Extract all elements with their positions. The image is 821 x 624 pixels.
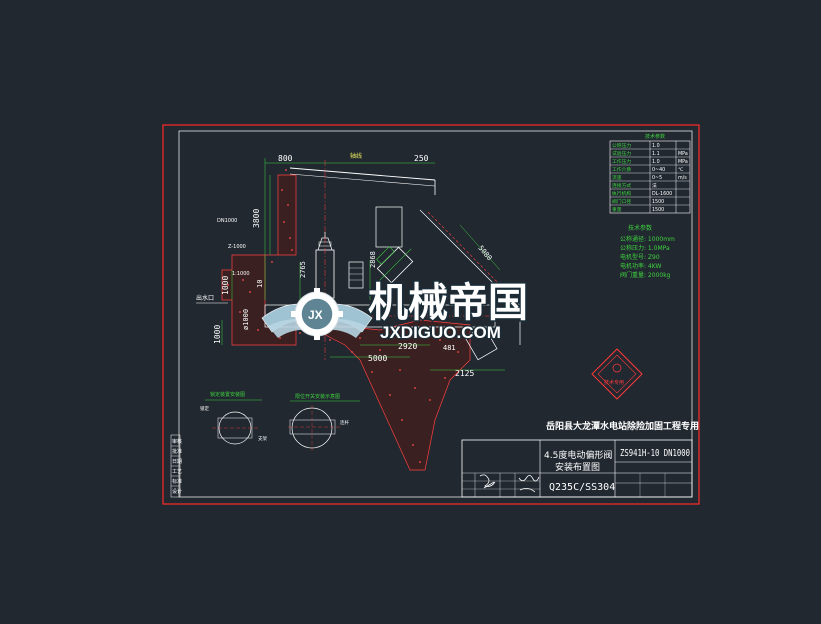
stamp: 技术专用 (591, 348, 643, 400)
left-col-2: 日期 (172, 459, 182, 465)
spec-label-7: 阀门口径 (612, 198, 631, 205)
signature-2 (518, 475, 540, 493)
spec-label-8: 重量 (612, 206, 622, 213)
main-elevation: 800 250 轴线 3800 2765 2868 5080 1000 1000… (196, 152, 521, 471)
spec-unit-1: MPa (678, 151, 688, 157)
detail-left-title: 锁定装置安装图 (210, 391, 245, 398)
dim-1000-a: 1000 (221, 276, 230, 295)
spec-unit-4: m/s (678, 175, 687, 181)
left-col-1: 批准 (172, 448, 182, 455)
product-name: 4.5度电动偏形阀 (544, 449, 612, 461)
material: Q235C/SS304 (549, 482, 615, 493)
dim-1000-b: 1000 (213, 325, 222, 344)
spec-label-6: 执行机构 (612, 190, 631, 197)
spec-label-2: 工作压力 (612, 158, 631, 165)
watermark-badge: JX (308, 308, 323, 322)
left-col-4: 标准 (172, 478, 182, 485)
detail-right-title: 限位开关安装示意图 (295, 393, 340, 400)
note-2: Z-1000 (228, 244, 246, 250)
note-1: DN1000 (217, 218, 237, 224)
dim-481: 481 (443, 344, 456, 352)
drawing-name: 安装布置图 (555, 461, 600, 473)
motor-line-2: 电机型号: Z90 (620, 253, 660, 261)
watermark-en: JXDIGUO.COM (380, 323, 501, 342)
spec-value-3: 0~40 (652, 167, 665, 173)
dim-250: 250 (414, 154, 429, 163)
title-block: 4.5度电动偏形阀 安装布置图 ZS941H-10 DN1000 Q235C/S… (461, 439, 693, 498)
detail-views: 锁定装置安装图 锁定 支架 限位开关安装示意图 连杆 (200, 391, 360, 452)
spec-value-2: 1.0 (652, 159, 660, 165)
spec-label-1: 试验压力 (612, 150, 631, 157)
motor-params-title: 技术参数 (628, 224, 652, 232)
valve-actuator (315, 232, 364, 299)
stamp-text: 技术专用 (604, 379, 624, 386)
detail-label-b: 支架 (258, 435, 267, 442)
motor-line-3: 电机功率: 4KW (620, 262, 661, 270)
dim-axis: 轴线 (350, 152, 362, 160)
spec-value-1: 1.1 (652, 151, 660, 157)
spec-table-title: 技术参数 (645, 133, 665, 140)
spec-label-4: 流速 (612, 174, 622, 181)
motor-line-4: 阀门重量: 2000kg (620, 271, 671, 279)
outer-frame (162, 124, 700, 505)
dim-3800: 3800 (252, 209, 261, 228)
watermark: JX 机械帝国 JXDIGUO.COM (261, 279, 530, 343)
model-code: ZS941H-10 DN1000 (620, 448, 690, 459)
spec-value-5: 法 (652, 182, 657, 189)
spec-value-7: 1500 (652, 199, 664, 205)
spec-value-6: DL-1600 (652, 191, 672, 197)
spec-unit-2: MPa (678, 159, 688, 165)
spec-label-5: 连接方式 (612, 182, 631, 189)
left-col-3: 工艺 (172, 469, 182, 475)
left-col-5: 设计 (172, 488, 182, 495)
watermark-cn: 机械帝国 (368, 280, 528, 326)
dim-800: 800 (278, 154, 293, 163)
dim-2868: 2868 (369, 251, 377, 268)
detail-label-a: 锁定 (200, 405, 209, 412)
left-col-0: 审核 (172, 438, 182, 445)
spec-unit-3: ℃ (678, 167, 684, 173)
dim-2125: 2125 (455, 369, 474, 378)
spec-label-0: 公称压力 (612, 142, 631, 149)
dim-10: 10 (256, 280, 264, 288)
spec-label-3: 工作介质 (612, 166, 631, 173)
dim-5000: 5000 (368, 354, 387, 363)
spec-value-8: 1500 (652, 207, 664, 213)
outlet-label: 出水口 (196, 294, 214, 302)
motor-params: 技术参数 公称通径: 1000mm 公称压力: 1.0MPa 电机型号: Z90… (620, 224, 675, 279)
inner-border (178, 130, 693, 498)
detail-label-c: 连杆 (340, 419, 349, 426)
spec-value-0: 1.0 (652, 143, 660, 149)
note-3: 1:1000 (232, 271, 250, 277)
spec-value-4: 0~5 (652, 175, 662, 181)
project-title: 岳阳县大龙潭水电站除险加固工程专用 (546, 420, 699, 432)
left-column: 审核 批准 日期 工艺 标准 设计 (170, 434, 182, 498)
dim-1000-v: ø1000 (242, 309, 250, 330)
dim-2765: 2765 (299, 261, 307, 278)
dim-2920: 2920 (398, 342, 417, 351)
signature-1 (479, 474, 496, 489)
motor-line-1: 公称压力: 1.0MPa (620, 244, 670, 252)
motor-line-0: 公称通径: 1000mm (620, 235, 675, 243)
